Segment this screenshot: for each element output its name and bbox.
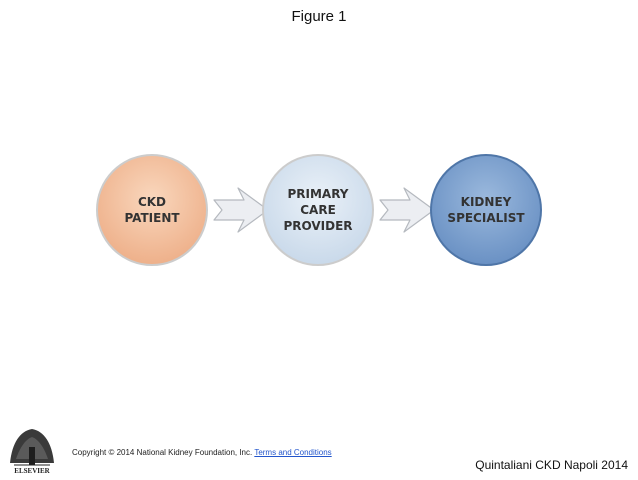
copyright-text: Copyright © 2014 National Kidney Foundat… <box>72 448 253 457</box>
logo-text: ELSEVIER <box>14 467 50 475</box>
node-kidney-specialist-line-1: KIDNEY <box>461 195 512 209</box>
arrow-right-icon <box>379 187 435 233</box>
node-ckd-patient-circle <box>96 154 208 266</box>
node-primary-care-line-1: PRIMARY <box>287 187 348 201</box>
terms-link[interactable]: Terms and Conditions <box>254 448 332 457</box>
node-kidney-specialist: KIDNEY SPECIALIST <box>430 154 542 266</box>
node-kidney-specialist-line-2: SPECIALIST <box>447 211 525 225</box>
node-primary-care-provider-circle <box>262 154 374 266</box>
node-primary-care-line-2: CARE <box>300 203 336 217</box>
figure-title: Figure 1 <box>291 8 347 25</box>
copyright-line: Copyright © 2014 National Kidney Foundat… <box>72 448 332 457</box>
node-primary-care-provider: PRIMARY CARE PROVIDER <box>262 154 374 266</box>
credit-text: Quintaliani CKD Napoli 2014 <box>475 458 628 472</box>
node-ckd-patient: CKD PATIENT <box>96 154 208 266</box>
node-ckd-patient-line-1: CKD <box>138 195 166 209</box>
node-ckd-patient-line-2: PATIENT <box>124 211 180 225</box>
arrow-right-icon <box>213 187 269 233</box>
elsevier-tree-icon: ELSEVIER <box>6 423 58 475</box>
node-kidney-specialist-circle <box>430 154 542 266</box>
node-primary-care-line-3: PROVIDER <box>283 219 352 233</box>
elsevier-logo: ELSEVIER <box>6 423 58 475</box>
arrow-1 <box>213 187 269 233</box>
arrow-2 <box>379 187 435 233</box>
